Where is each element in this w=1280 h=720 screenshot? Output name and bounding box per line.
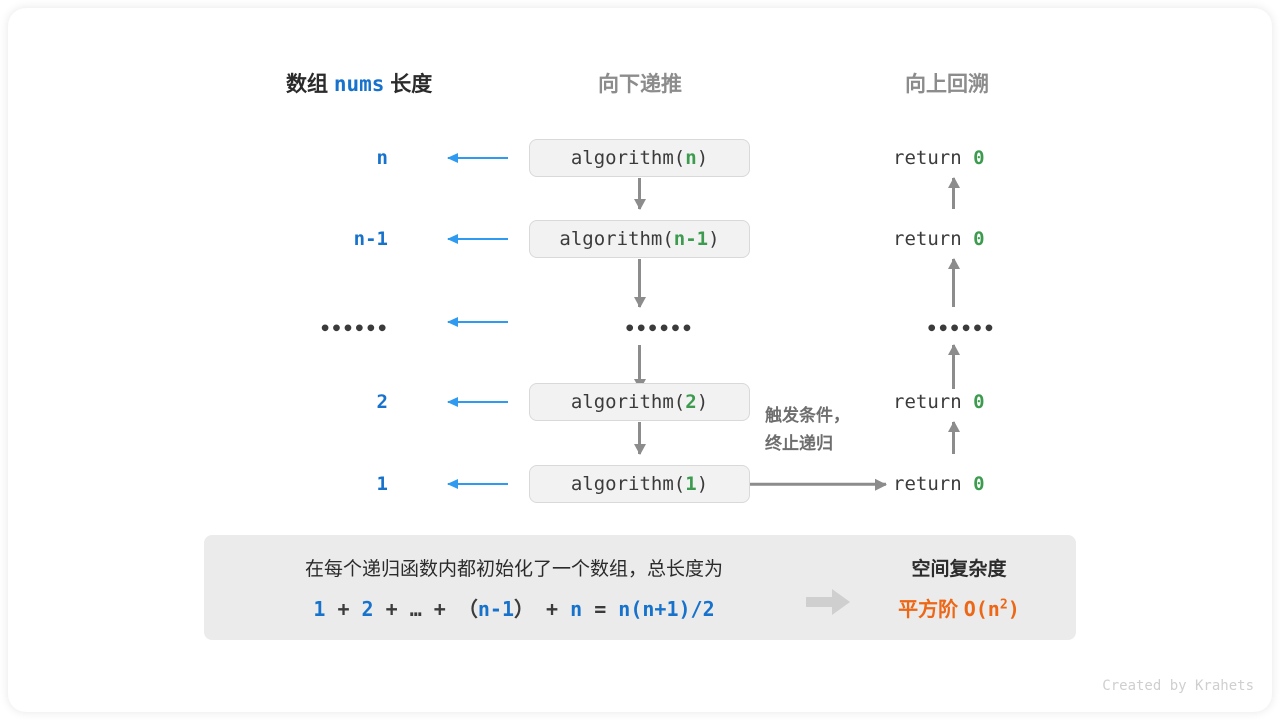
header-upward-backtrack: 向上回溯 bbox=[905, 73, 989, 96]
complexity-notation: O(n2) bbox=[964, 597, 1020, 621]
footer-credit: Created by Krahets bbox=[1102, 678, 1254, 694]
result-arrow-icon bbox=[806, 589, 850, 615]
return-keyword: return bbox=[893, 473, 962, 495]
call-box-row-5: algorithm(1) bbox=[529, 465, 750, 503]
call-suffix: ) bbox=[696, 473, 709, 495]
complexity-exponent: 2 bbox=[999, 597, 1008, 613]
formula-part-10: n(n+1)/2 bbox=[618, 597, 715, 621]
length-label-row-2: n-1 bbox=[353, 228, 388, 250]
return-value: 0 bbox=[973, 228, 985, 250]
call-argument: 1 bbox=[685, 473, 697, 495]
length-label-row-5: 1 bbox=[376, 473, 388, 495]
return-keyword: return bbox=[893, 391, 962, 413]
summary-panel: 在每个递归函数内都初始化了一个数组，总长度为 1 + 2 + … + （n-1）… bbox=[204, 535, 1076, 640]
return-value: 0 bbox=[973, 147, 985, 169]
formula-part-2: 2 bbox=[361, 597, 374, 621]
recursion-arrow-down-2 bbox=[634, 259, 645, 308]
call-suffix: ) bbox=[696, 147, 709, 169]
formula-part-1: + bbox=[325, 597, 362, 621]
call-box-row-4: algorithm(2) bbox=[529, 383, 750, 421]
length-ellipsis: •••••• bbox=[319, 318, 388, 340]
recursion-arrow-down-1 bbox=[634, 178, 645, 210]
call-box-row-2: algorithm(n-1) bbox=[529, 220, 750, 258]
header-downward-recursion: 向下递推 bbox=[598, 73, 682, 96]
header-array-suffix: 长度 bbox=[390, 73, 433, 96]
complexity-label: 平方阶 bbox=[898, 599, 959, 621]
summary-description: 在每个递归函数内都初始化了一个数组，总长度为 bbox=[304, 559, 723, 580]
length-label-row-4: 2 bbox=[376, 391, 388, 413]
formula-part-0: 1 bbox=[313, 597, 326, 621]
call-argument: n bbox=[685, 147, 697, 169]
call-suffix: ) bbox=[696, 391, 709, 413]
formula-part-5: n-1 bbox=[477, 597, 514, 621]
termination-note: 触发条件， 终止递归 bbox=[765, 402, 850, 458]
formula-part-9: = bbox=[582, 597, 619, 621]
termination-note-line-1: 触发条件， bbox=[765, 406, 850, 425]
base-case-arrow bbox=[750, 479, 887, 489]
call-box-row-1: algorithm(n) bbox=[529, 139, 750, 177]
complexity-notation-close: ) bbox=[1007, 597, 1020, 621]
call-prefix: algorithm( bbox=[570, 147, 686, 169]
summary-formula: 1 + 2 + … + （n-1） + n = n(n+1)/2 bbox=[234, 593, 794, 622]
length-arrow-row-5 bbox=[447, 479, 508, 489]
summary-right: 空间复杂度 平方阶 O(n2) bbox=[864, 555, 1054, 622]
backtrack-arrow-up-4 bbox=[948, 421, 959, 454]
space-complexity-title: 空间复杂度 bbox=[911, 559, 1007, 580]
summary-left: 在每个递归函数内都初始化了一个数组，总长度为 1 + 2 + … + （n-1）… bbox=[234, 555, 794, 622]
call-prefix: algorithm( bbox=[559, 228, 674, 250]
length-label-row-1: n bbox=[376, 147, 388, 169]
return-ellipsis: •••••• bbox=[926, 318, 995, 340]
header-array-length: 数组 nums 长度 bbox=[286, 68, 432, 98]
length-arrow-row-3 bbox=[447, 317, 508, 327]
diagram-card: 数组 nums 长度 向下递推 向上回溯 n algorithm(n) retu… bbox=[8, 8, 1272, 712]
backtrack-arrow-up-3 bbox=[948, 344, 959, 389]
return-row-1: return 0 bbox=[893, 147, 985, 169]
call-ellipsis: •••••• bbox=[624, 318, 693, 340]
call-prefix: algorithm( bbox=[570, 391, 686, 413]
formula-part-8: n bbox=[570, 597, 583, 621]
space-complexity-value: 平方阶 O(n2) bbox=[864, 593, 1054, 622]
return-row-5: return 0 bbox=[893, 473, 985, 495]
length-arrow-row-1 bbox=[447, 153, 508, 163]
length-arrow-row-4 bbox=[447, 397, 508, 407]
length-arrow-row-2 bbox=[447, 234, 508, 244]
formula-part-7: + bbox=[534, 597, 571, 621]
return-row-2: return 0 bbox=[893, 228, 985, 250]
call-prefix: algorithm( bbox=[570, 473, 686, 495]
return-keyword: return bbox=[893, 228, 962, 250]
header-array-keyword: nums bbox=[333, 72, 385, 96]
formula-part-3: + … + bbox=[373, 597, 458, 621]
return-row-4: return 0 bbox=[893, 391, 985, 413]
call-argument: 2 bbox=[685, 391, 697, 413]
header-array-prefix: 数组 bbox=[286, 73, 328, 96]
call-suffix: ) bbox=[708, 228, 720, 250]
recursion-arrow-down-4 bbox=[634, 422, 645, 455]
backtrack-arrow-up-1 bbox=[948, 177, 959, 209]
formula-part-4: （ bbox=[457, 597, 478, 621]
return-keyword: return bbox=[893, 147, 962, 169]
return-value: 0 bbox=[973, 391, 985, 413]
backtrack-arrow-up-2 bbox=[948, 258, 959, 307]
formula-part-6: ） bbox=[514, 597, 534, 621]
complexity-notation-base: O(n bbox=[963, 597, 1000, 621]
return-value: 0 bbox=[973, 473, 985, 495]
call-argument: n-1 bbox=[673, 228, 709, 250]
termination-note-line-2: 终止递归 bbox=[765, 434, 833, 453]
